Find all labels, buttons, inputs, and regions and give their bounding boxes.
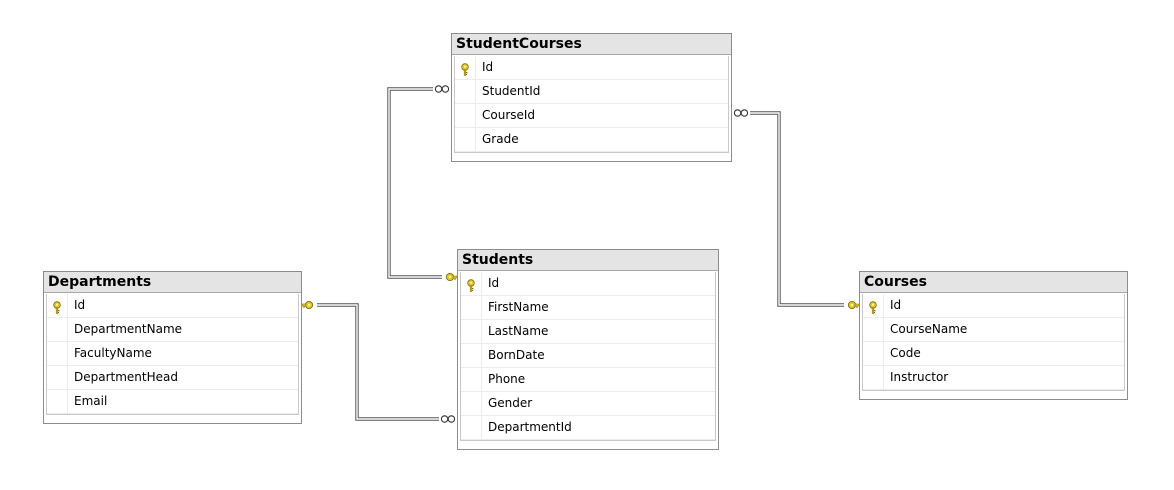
row-selector xyxy=(47,294,68,317)
one-end-key-icon xyxy=(442,272,458,282)
column-row[interactable]: CourseId xyxy=(455,104,728,128)
column-row[interactable]: Id xyxy=(461,272,715,296)
row-selector xyxy=(455,128,476,151)
primary-key-icon xyxy=(461,61,469,76)
row-selector xyxy=(455,80,476,103)
column-name: DepartmentHead xyxy=(74,370,178,384)
column-name: Code xyxy=(890,346,921,360)
row-selector xyxy=(461,344,482,367)
column-row[interactable]: Instructor xyxy=(863,366,1124,390)
column-name: Id xyxy=(488,276,500,290)
column-name: FirstName xyxy=(488,300,549,314)
column-name: Email xyxy=(74,394,108,408)
column-row[interactable]: DepartmentHead xyxy=(47,366,298,390)
row-selector xyxy=(863,366,884,389)
relationship-students-departments[interactable] xyxy=(301,300,457,423)
row-selector xyxy=(461,272,482,295)
row-selector xyxy=(863,318,884,341)
column-row[interactable]: Gender xyxy=(461,392,715,416)
table-title: Departments xyxy=(44,272,301,293)
column-row[interactable]: Grade xyxy=(455,128,728,152)
one-end-key-icon xyxy=(844,300,860,310)
column-name: StudentId xyxy=(482,84,541,98)
column-row[interactable]: Code xyxy=(863,342,1124,366)
row-selector xyxy=(47,318,68,341)
row-selector xyxy=(461,320,482,343)
row-selector xyxy=(863,294,884,317)
column-row[interactable]: Id xyxy=(863,294,1124,318)
column-name: DepartmentName xyxy=(74,322,183,336)
primary-key-icon xyxy=(53,299,61,314)
row-selector xyxy=(461,416,482,439)
column-name: Id xyxy=(890,298,902,312)
primary-key-icon xyxy=(467,277,475,292)
row-selector xyxy=(461,368,482,391)
column-name: Gender xyxy=(488,396,533,410)
column-row[interactable]: Email xyxy=(47,390,298,414)
column-row[interactable]: Id xyxy=(455,56,728,80)
column-row[interactable]: FirstName xyxy=(461,296,715,320)
column-name: Phone xyxy=(488,372,526,386)
column-name: Grade xyxy=(482,132,519,146)
column-name: CourseId xyxy=(482,108,536,122)
column-name: Instructor xyxy=(890,370,949,384)
column-row[interactable]: FacultyName xyxy=(47,342,298,366)
column-name: Id xyxy=(74,298,86,312)
column-row[interactable]: CourseName xyxy=(863,318,1124,342)
row-selector xyxy=(47,366,68,389)
column-name: LastName xyxy=(488,324,549,338)
column-row[interactable]: LastName xyxy=(461,320,715,344)
column-name: BornDate xyxy=(488,348,545,362)
row-selector xyxy=(455,56,476,79)
primary-key-icon xyxy=(869,299,877,314)
column-name: DepartmentId xyxy=(488,420,572,434)
row-selector xyxy=(461,392,482,415)
many-end-infinity-icon xyxy=(439,415,457,423)
row-selector xyxy=(863,342,884,365)
table-title: StudentCourses xyxy=(452,34,731,55)
row-selector xyxy=(47,390,68,413)
many-end-infinity-icon xyxy=(732,109,750,117)
column-row[interactable]: BornDate xyxy=(461,344,715,368)
column-row[interactable]: Id xyxy=(47,294,298,318)
column-name: CourseName xyxy=(890,322,968,336)
row-selector xyxy=(47,342,68,365)
column-row[interactable]: Phone xyxy=(461,368,715,392)
relationship-studentcourses-students[interactable] xyxy=(387,85,458,282)
row-selector xyxy=(461,296,482,319)
row-selector xyxy=(455,104,476,127)
column-row[interactable]: StudentId xyxy=(455,80,728,104)
table-title: Courses xyxy=(860,272,1127,293)
relationship-studentcourses-courses[interactable] xyxy=(732,109,860,310)
column-name: FacultyName xyxy=(74,346,152,360)
column-name: Id xyxy=(482,60,494,74)
column-row[interactable]: DepartmentId xyxy=(461,416,715,440)
one-end-key-icon xyxy=(301,300,317,310)
table-title: Students xyxy=(458,250,718,271)
many-end-infinity-icon xyxy=(433,85,451,93)
column-row[interactable]: DepartmentName xyxy=(47,318,298,342)
